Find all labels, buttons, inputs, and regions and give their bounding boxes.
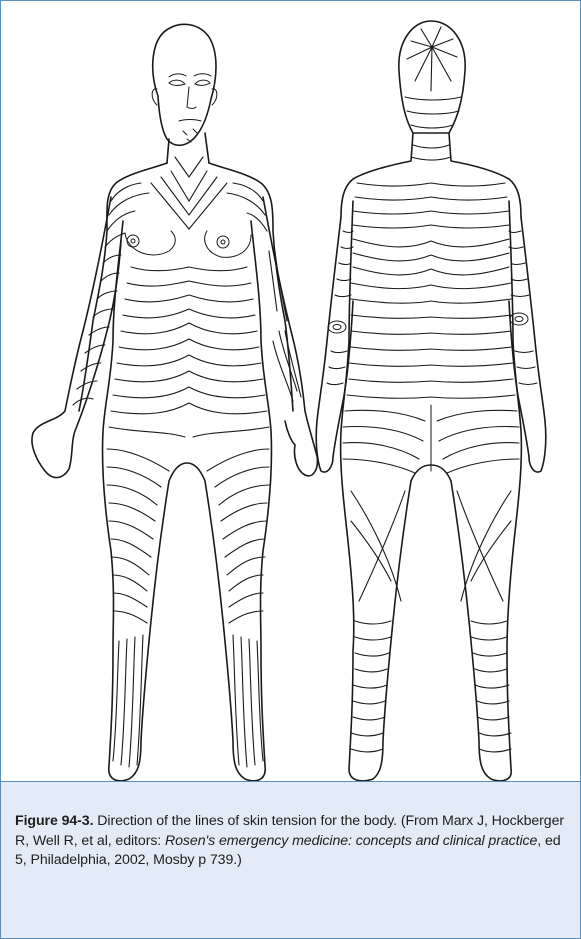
figure-caption: Figure 94-3. Direction of the lines of s…	[15, 812, 567, 871]
anterior-body-view	[32, 24, 317, 780]
posterior-body-view	[316, 21, 546, 781]
figure-label: Figure 94-3.	[15, 813, 93, 829]
skin-tension-lines-illustration	[1, 1, 580, 781]
figure-caption-box: Figure 94-3. Direction of the lines of s…	[1, 781, 580, 938]
book-title: Rosen's emergency medicine: concepts and…	[165, 833, 537, 849]
